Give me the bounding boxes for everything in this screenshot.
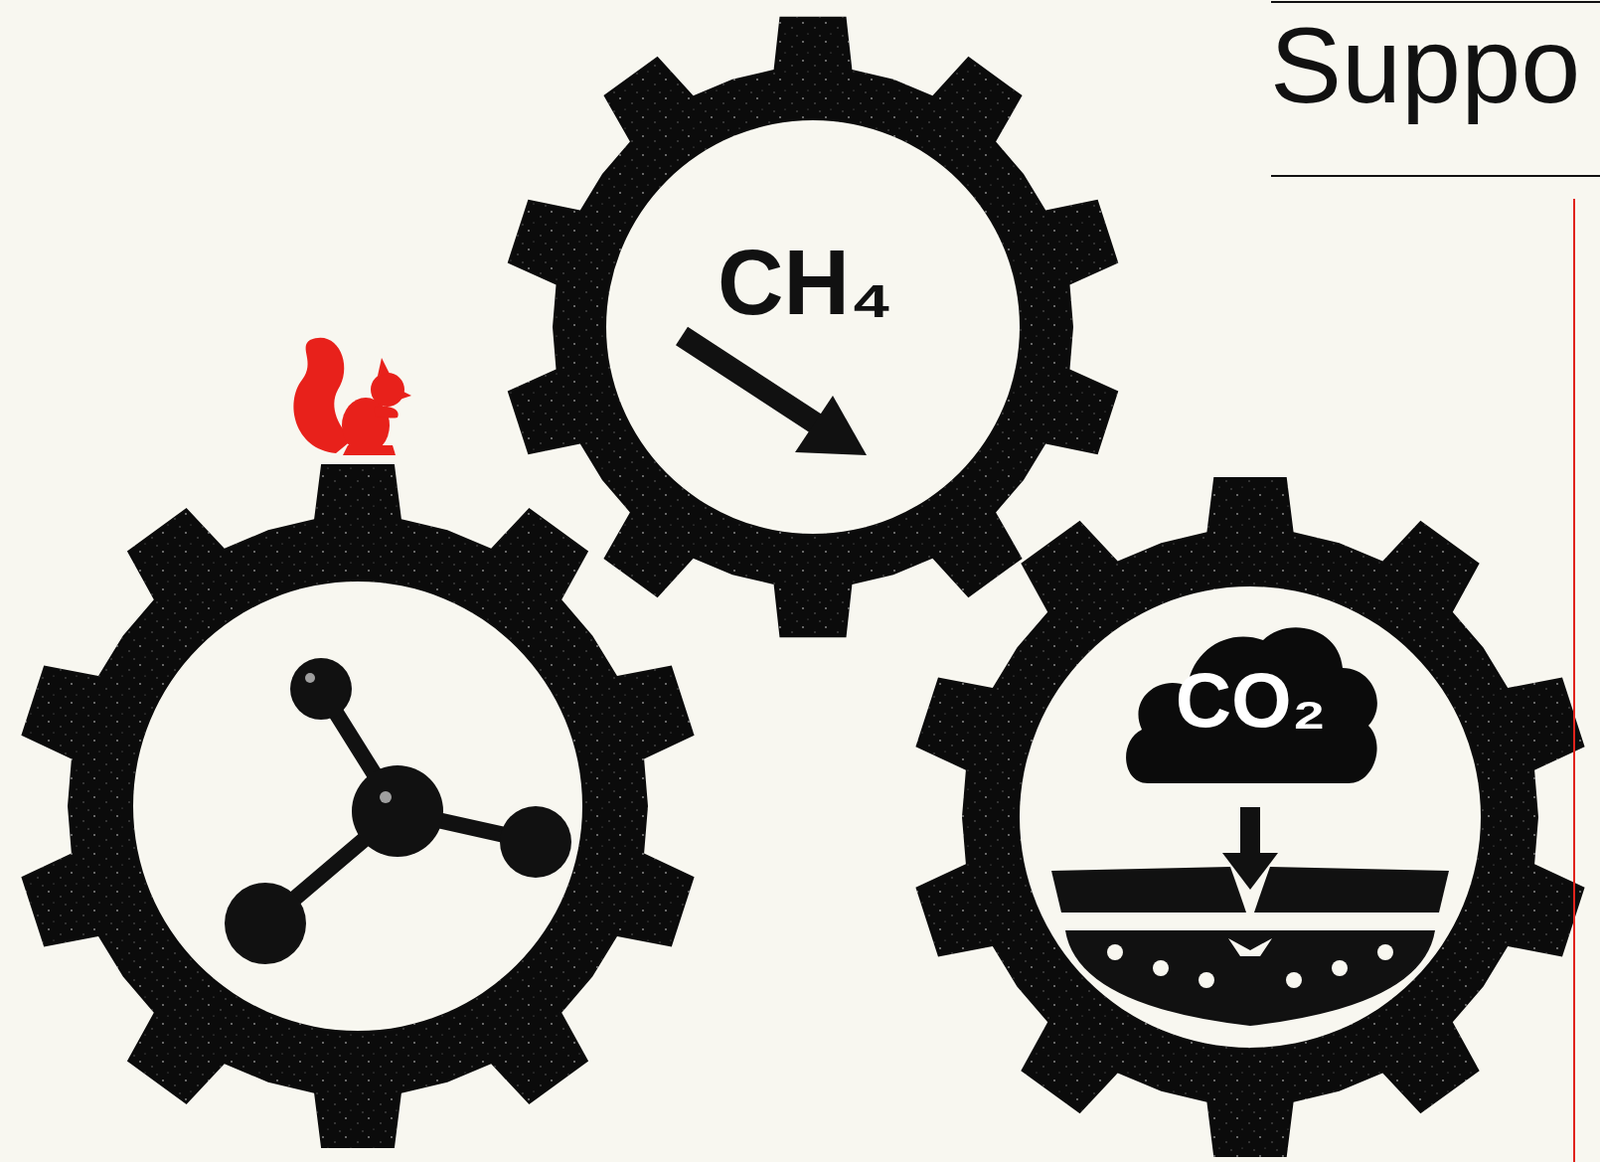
- title-rule: [1271, 0, 1600, 3]
- gears: [20, 16, 1585, 1157]
- gear: [20, 464, 694, 1148]
- page-title: Suppo: [1270, 11, 1581, 120]
- squirrel-icon: [293, 337, 412, 456]
- gear: [507, 16, 1120, 638]
- gear-texture: [915, 477, 1585, 1157]
- title-rule: [1271, 174, 1600, 177]
- node-label: CH₄: [717, 236, 894, 328]
- storage-icon: [1051, 806, 1449, 1026]
- molecule-icon: [224, 657, 572, 964]
- co2-cloud: CO₂: [1118, 612, 1384, 787]
- gear-texture: [20, 464, 694, 1148]
- node-label: CO₂: [1175, 660, 1327, 739]
- gear: [915, 477, 1585, 1157]
- ch4-gear-label: CH₄: [713, 234, 898, 331]
- gear-texture: [507, 16, 1120, 638]
- decrease-arrow: [681, 335, 867, 456]
- margin-line: [1573, 198, 1576, 1162]
